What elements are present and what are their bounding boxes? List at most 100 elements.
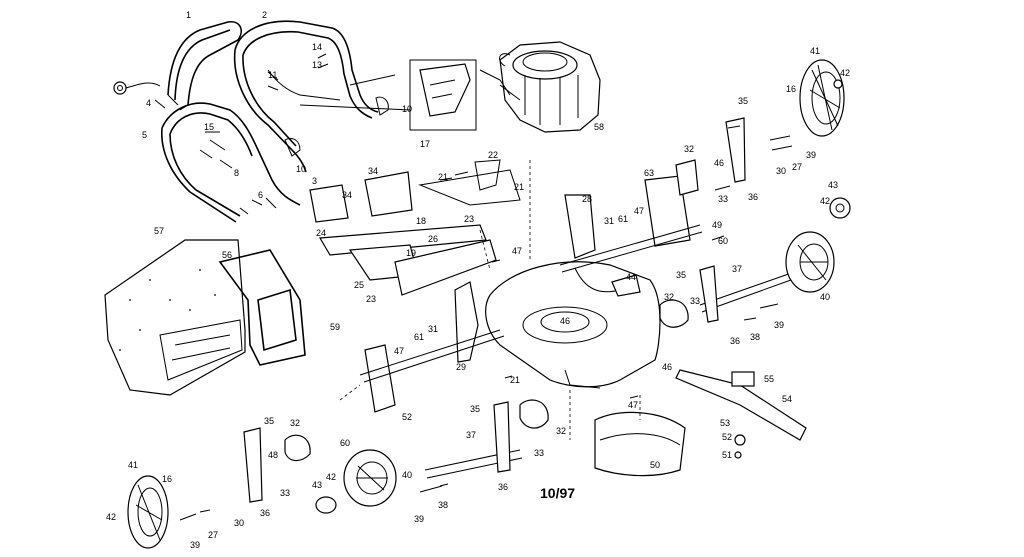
part-label: 47 bbox=[634, 206, 644, 216]
part-label: 27 bbox=[792, 162, 802, 172]
part-labels: 1 2 14 13 11 4 10 15 5 17 10 8 6 3 34 34… bbox=[106, 10, 850, 550]
part-label: 35 bbox=[676, 270, 686, 280]
part-label: 48 bbox=[268, 450, 278, 460]
part-label: 33 bbox=[690, 296, 700, 306]
part-label: 33 bbox=[534, 448, 544, 458]
part-label: 61 bbox=[414, 332, 424, 342]
part-label: 36 bbox=[260, 508, 270, 518]
part-label: 15 bbox=[204, 122, 214, 132]
part-label: 36 bbox=[748, 192, 758, 202]
part-label: 1 bbox=[186, 10, 191, 20]
axles bbox=[359, 224, 803, 479]
control-bail bbox=[267, 69, 411, 111]
deck-side-plates bbox=[364, 175, 691, 413]
part-label: 55 bbox=[764, 374, 774, 384]
part-label: 2 bbox=[262, 10, 267, 20]
part-label: 39 bbox=[774, 320, 784, 330]
part-label: 32 bbox=[684, 144, 694, 154]
part-label: 35 bbox=[264, 416, 274, 426]
part-label: 46 bbox=[560, 316, 570, 326]
part-label: 33 bbox=[718, 194, 728, 204]
part-label: 38 bbox=[438, 500, 448, 510]
part-label: 16 bbox=[162, 474, 172, 484]
part-label: 52 bbox=[722, 432, 732, 442]
rear-frame bbox=[309, 159, 521, 296]
part-label: 47 bbox=[628, 400, 638, 410]
part-label: 24 bbox=[316, 228, 326, 238]
part-label: 18 bbox=[416, 216, 426, 226]
discharge-chute bbox=[594, 411, 686, 477]
part-label: 34 bbox=[368, 166, 378, 176]
part-label: 19 bbox=[406, 248, 416, 258]
part-label: 8 bbox=[234, 168, 239, 178]
height-adjusters bbox=[243, 117, 746, 503]
part-label: 36 bbox=[498, 482, 508, 492]
part-label: 52 bbox=[402, 412, 412, 422]
part-label: 30 bbox=[776, 166, 786, 176]
part-label: 63 bbox=[644, 168, 654, 178]
part-label: 43 bbox=[828, 180, 838, 190]
part-label: 36 bbox=[730, 336, 740, 346]
part-label: 53 bbox=[720, 418, 730, 428]
part-label: 39 bbox=[414, 514, 424, 524]
part-label: 31 bbox=[604, 216, 614, 226]
part-label: 35 bbox=[470, 404, 480, 414]
part-label: 28 bbox=[582, 194, 592, 204]
part-label: 5 bbox=[142, 130, 147, 140]
part-label: 39 bbox=[806, 150, 816, 160]
part-label: 42 bbox=[106, 512, 116, 522]
part-label: 17 bbox=[420, 139, 430, 149]
engine-cover-detail bbox=[409, 59, 477, 131]
rear-left-wheel bbox=[127, 475, 169, 549]
part-label: 32 bbox=[664, 292, 674, 302]
part-label: 33 bbox=[280, 488, 290, 498]
handle-fasteners bbox=[113, 53, 389, 215]
part-label: 50 bbox=[650, 460, 660, 470]
part-label: 42 bbox=[840, 68, 850, 78]
side-discharge bbox=[611, 274, 641, 297]
part-label: 6 bbox=[258, 190, 263, 200]
grass-catcher-bag bbox=[104, 239, 246, 396]
part-label: 29 bbox=[456, 362, 466, 372]
front-left-wheel bbox=[343, 449, 397, 507]
rear-right-wheel bbox=[799, 59, 845, 137]
part-label: 25 bbox=[354, 280, 364, 290]
part-label: 22 bbox=[488, 150, 498, 160]
part-label: 23 bbox=[366, 294, 376, 304]
part-label: 44 bbox=[626, 272, 636, 282]
engine bbox=[479, 41, 601, 133]
grass-catcher-frame bbox=[218, 249, 306, 366]
part-label: 59 bbox=[330, 322, 340, 332]
part-label: 51 bbox=[722, 450, 732, 460]
part-label: 47 bbox=[512, 246, 522, 256]
part-label: 58 bbox=[594, 122, 604, 132]
date-code: 10/97 bbox=[540, 485, 575, 501]
part-label: 32 bbox=[290, 418, 300, 428]
part-label: 57 bbox=[154, 226, 164, 236]
part-label: 31 bbox=[428, 324, 438, 334]
part-label: 42 bbox=[820, 196, 830, 206]
part-label: 30 bbox=[234, 518, 244, 528]
part-label: 61 bbox=[618, 214, 628, 224]
part-label: 27 bbox=[208, 530, 218, 540]
part-label: 10 bbox=[296, 164, 306, 174]
part-label: 47 bbox=[394, 346, 404, 356]
part-label: 54 bbox=[782, 394, 792, 404]
blade-adapter-parts bbox=[734, 434, 746, 459]
part-label: 21 bbox=[438, 172, 448, 182]
hubcaps bbox=[315, 79, 851, 514]
part-label: 49 bbox=[712, 220, 722, 230]
part-label: 16 bbox=[786, 84, 796, 94]
part-label: 32 bbox=[556, 426, 566, 436]
lower-handle bbox=[161, 102, 301, 223]
misc-fasteners bbox=[179, 135, 793, 521]
main-handle bbox=[233, 20, 379, 173]
part-label: 21 bbox=[514, 182, 524, 192]
part-label: 13 bbox=[312, 60, 322, 70]
adjuster-plates bbox=[284, 159, 699, 462]
part-label: 40 bbox=[402, 470, 412, 480]
assembly-lines bbox=[339, 160, 641, 440]
part-label: 11 bbox=[268, 70, 277, 80]
part-label: 23 bbox=[464, 214, 474, 224]
